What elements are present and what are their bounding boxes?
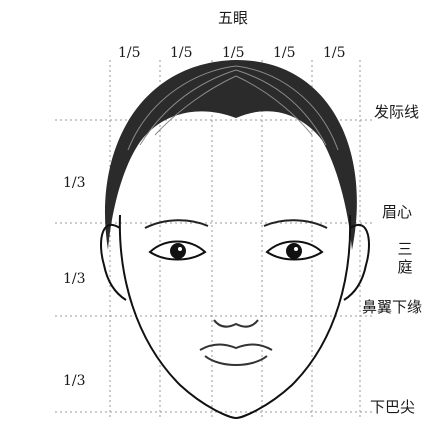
right-eyebrow — [264, 220, 327, 228]
fifth-label-1: 1/5 — [118, 46, 141, 60]
left-eyebrow — [145, 220, 208, 228]
left-eye — [150, 242, 205, 260]
fifth-label-3: 1/5 — [222, 46, 245, 60]
third-label-middle: 1/3 — [63, 272, 86, 286]
five-eyes-title: 五眼 — [218, 11, 248, 26]
third-label-upper: 1/3 — [63, 176, 86, 190]
three-courts-label: 三 庭 — [396, 240, 414, 276]
nose-wing-label: 鼻翼下缘 — [362, 300, 422, 315]
brow-label: 眉心 — [382, 205, 412, 220]
lower-lip — [205, 356, 267, 365]
fifth-label-4: 1/5 — [273, 46, 296, 60]
nose — [214, 320, 258, 327]
third-divider-lines — [55, 120, 375, 412]
upper-lip — [200, 345, 272, 351]
fifth-label-5: 1/5 — [323, 46, 346, 60]
right-eye — [267, 242, 322, 260]
chin-label: 下巴尖 — [370, 400, 415, 415]
third-label-lower: 1/3 — [63, 374, 86, 388]
hair — [105, 60, 357, 250]
hairline-label: 发际线 — [374, 105, 419, 120]
fifth-label-2: 1/5 — [170, 46, 193, 60]
